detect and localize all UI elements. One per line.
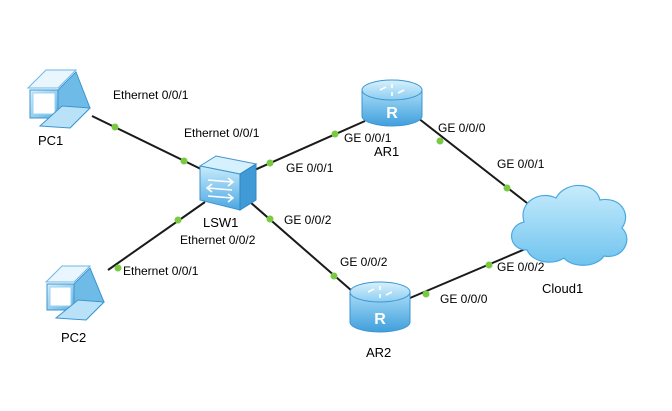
port-label-lsw1-eth1: Ethernet 0/0/1 [184,126,260,140]
pc2-node[interactable]: PC2 [44,265,106,345]
port-label-ar2-ge0: GE 0/0/0 [440,292,488,306]
cloud-icon [511,184,628,266]
port-dot-ar2-ge2 [330,272,338,280]
port-dot-ar1-ge1 [331,130,339,138]
ar2-label: AR2 [366,345,391,360]
port-label-cloud1-ge1: GE 0/0/1 [497,157,545,171]
ar1-label: AR1 [374,144,399,159]
svg-text:R: R [386,105,398,122]
lsw1-label: LSW1 [203,215,238,230]
port-dot-lsw1-ge1 [266,159,274,167]
port-dot-ar1-ge0 [436,137,444,145]
port-dots [111,123,511,298]
switch-icon [198,155,258,211]
port-dot-cloud1-ge2 [485,261,493,269]
port-dot-ar2-ge0 [422,290,430,298]
pc1-label: PC1 [38,133,63,148]
port-label-ar2-ge2: GE 0/0/2 [340,255,388,269]
link-pc1-lsw1[interactable] [91,115,208,173]
cloud1-label: Cloud1 [542,281,583,296]
port-dot-lsw1-eth1 [180,157,188,165]
port-labels: Ethernet 0/0/1 Ethernet 0/0/1 GE 0/0/1 G… [113,88,545,306]
port-dot-lsw1-eth2 [174,216,182,224]
port-label-lsw1-ge1: GE 0/0/1 [286,161,334,175]
router-icon: R [361,79,423,127]
port-label-ar1-ge1: GE 0/0/1 [344,131,392,145]
pc2-label: PC2 [61,330,86,345]
ar2-node[interactable]: R AR2 [349,281,411,360]
port-dot-pc1 [111,123,119,131]
svg-text:R: R [374,311,386,328]
pc-icon [44,265,106,321]
ar1-node[interactable]: R AR1 [361,79,423,159]
router-icon: R [349,281,411,333]
port-dot-cloud1-ge1 [503,184,511,192]
pc-icon [26,69,92,129]
port-label-lsw1-eth2: Ethernet 0/0/2 [180,233,256,247]
port-label-pc2-eth: Ethernet 0/0/1 [123,264,199,278]
port-label-pc1-eth: Ethernet 0/0/1 [113,88,189,102]
lsw1-node[interactable]: LSW1 [198,155,258,230]
port-label-lsw1-ge2: GE 0/0/2 [284,213,332,227]
port-dot-pc2 [114,264,122,272]
link-pc2-lsw1[interactable] [107,201,206,271]
port-label-cloud1-ge2: GE 0/0/2 [497,260,545,274]
cloud1-node[interactable]: Cloud1 [511,184,628,296]
port-label-ar1-ge0: GE 0/0/0 [438,121,486,135]
link-ar2-cloud1[interactable] [409,243,538,299]
pc1-node[interactable]: PC1 [26,69,92,148]
port-dot-lsw1-ge2 [266,215,274,223]
